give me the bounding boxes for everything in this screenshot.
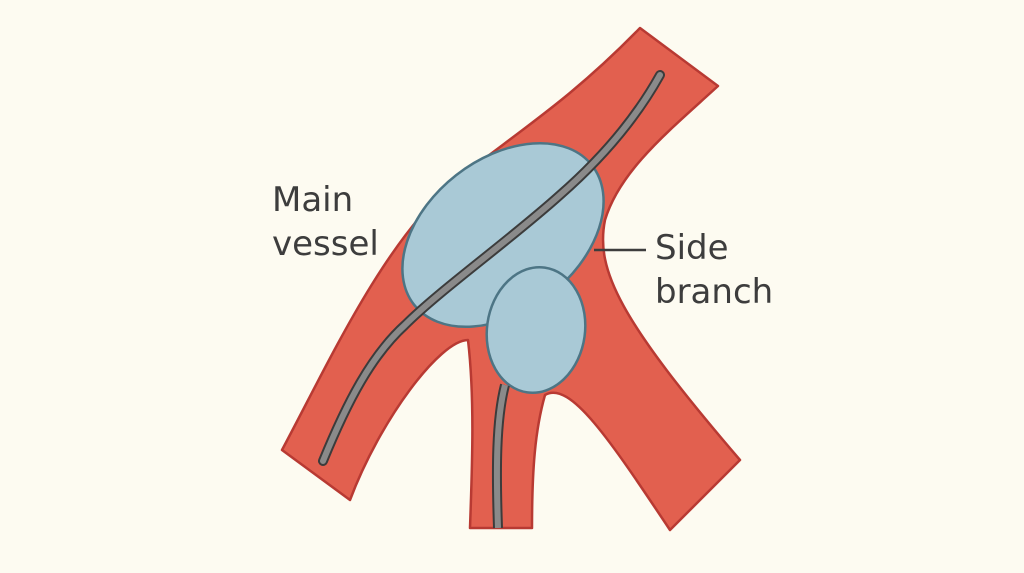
main-vessel-label-line-2: vessel: [272, 224, 379, 264]
main-vessel-label-line-1: Main: [272, 180, 354, 220]
main-vessel-label: Main vessel: [272, 178, 379, 266]
side-branch-guidewire-core: [493, 384, 508, 529]
side-branch-label-line-1: Side: [655, 228, 729, 268]
side-branch-label: Side branch: [655, 226, 773, 314]
main-vessel-guidewire-core: [320, 72, 663, 464]
side-branch-label-line-2: branch: [655, 272, 774, 312]
side-branch-balloon: [485, 265, 587, 395]
